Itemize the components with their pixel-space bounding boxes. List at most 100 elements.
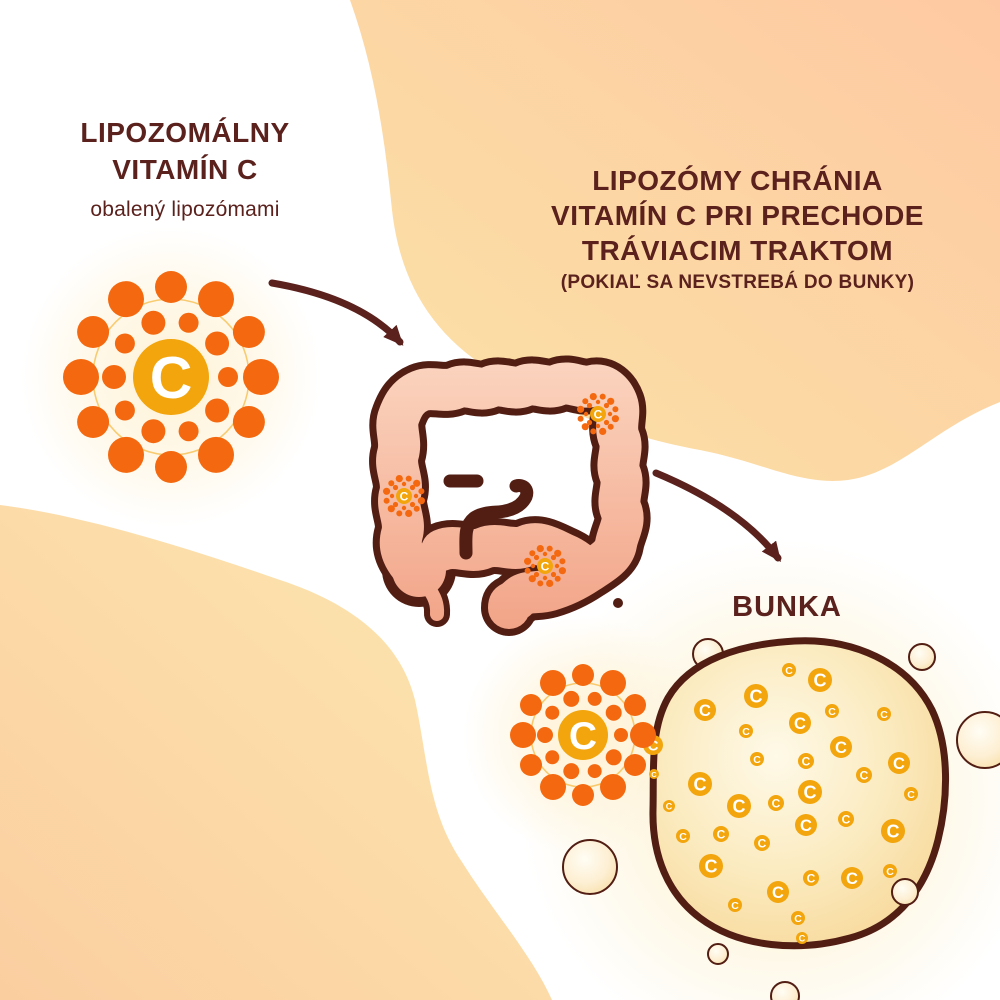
phospholipid-dot [198, 436, 234, 473]
vitamin-c-molecule: C [789, 712, 811, 734]
vitamin-c-molecule: C [676, 829, 690, 843]
phospholipid-dot [554, 575, 561, 582]
vitamin-c-letter: C [648, 738, 659, 755]
vitamin-c-molecule: C [663, 800, 675, 812]
vitamin-c-molecule: C [739, 724, 753, 738]
phospholipid-dot [550, 554, 557, 561]
phospholipid-dot [546, 579, 554, 588]
vitamin-c-letter: C [717, 827, 726, 841]
phospholipid-dot [413, 505, 420, 512]
phospholipid-dot [520, 694, 542, 716]
vitamin-c-core [133, 339, 209, 415]
phospholipid-dot [401, 481, 407, 487]
vitamin-c-molecule: C [904, 787, 918, 801]
phospholipid-dot [546, 545, 553, 552]
vitamin-c-letter: C [699, 702, 711, 720]
vitamin-c-letter: C [794, 913, 802, 925]
vitamin-c-molecule: C [699, 854, 723, 878]
vitamin-c-molecule: C [727, 794, 751, 818]
phospholipid-dot [572, 784, 594, 806]
phospholipid-dot [612, 406, 619, 413]
phospholipid-dot [542, 551, 548, 557]
phospholipid-dot [605, 704, 622, 721]
phospholipid-dot [387, 505, 395, 513]
vitamin-c-letter: C [400, 489, 409, 503]
phospholipid-dot [178, 312, 199, 333]
vitamin-c-molecule: C [791, 911, 805, 925]
bubble [891, 878, 919, 906]
phospholipid-dot [537, 580, 544, 587]
small-intestine [443, 474, 534, 560]
phospholipid-dot [405, 475, 412, 482]
vitamin-c-molecule: C [688, 772, 712, 796]
phospholipid-dot [218, 367, 238, 387]
vitamin-c-molecule: C [798, 753, 814, 769]
vitamin-c-molecule: C [881, 819, 905, 843]
phospholipid-dot [528, 575, 536, 583]
vitamin-c-letter: C [541, 559, 550, 573]
vitamin-c-letter: C [842, 812, 851, 826]
vitamin-c-letter: C [800, 817, 812, 835]
vitamin-c-molecule: C [856, 767, 872, 783]
phospholipid-dot [108, 281, 144, 318]
vitamin-c-molecule: C [888, 752, 910, 774]
phospholipid-dot [630, 722, 656, 748]
vitamin-c-letter: C [907, 789, 915, 801]
vitamin-c-letter: C [814, 671, 827, 691]
vitamin-c-letter: C [887, 822, 900, 842]
vitamin-c-letter: C [651, 770, 657, 779]
phospholipid-dot [586, 419, 593, 426]
bubble [770, 981, 800, 1000]
phospholipid-dot [383, 487, 391, 495]
intestine-illustration: CCC [369, 355, 651, 636]
liposome-main: C [63, 271, 279, 483]
vitamin-c-molecule: C [796, 932, 808, 944]
phospholipid-dot [577, 415, 584, 422]
vitamin-c-letter: C [772, 884, 784, 902]
phospholipid-dot [603, 402, 610, 409]
phospholipid-dot [232, 406, 265, 438]
phospholipid-dot [405, 509, 413, 517]
mini-liposome: C [524, 545, 567, 588]
left-subtitle: obalený lipozómami [90, 198, 280, 221]
phospholipid-dot [108, 436, 144, 473]
right-heading-line3: TRÁVIACIM TRAKTOM [581, 235, 894, 266]
vitamin-c-letter: C [799, 933, 806, 943]
vitamin-c-letter: C [750, 687, 763, 707]
vitamin-c-core [396, 488, 412, 504]
phospholipid-dot [232, 316, 265, 348]
vitamin-c-letter: C [666, 801, 673, 811]
vitamin-c-molecule: C [803, 870, 819, 886]
phospholipid-dot [409, 501, 416, 508]
phospholipid-dot [155, 451, 187, 483]
phospholipid-dot [559, 558, 566, 565]
phospholipid-dot [600, 670, 626, 696]
phospholipid-dot [77, 406, 110, 438]
vitamin-c-molecule: C [838, 811, 854, 827]
phospholipid-dot [550, 571, 557, 578]
phospholipid-dot [178, 421, 199, 442]
phospholipid-dot [141, 310, 166, 335]
phospholipid-dot [607, 411, 613, 417]
right-heading-note: (POKIAĽ SA NEVSTREBÁ DO BUNKY) [560, 272, 915, 293]
phospholipid-dot [155, 271, 187, 303]
vitamin-c-molecule: C [767, 881, 789, 903]
vitamin-c-molecule: C [782, 663, 796, 677]
phospholipid-dot [554, 563, 560, 569]
phospholipid-dot [563, 690, 580, 707]
vitamin-c-letter: C [846, 870, 858, 888]
vitamin-c-letter: C [758, 836, 767, 850]
vitamin-c-letter: C [150, 345, 193, 411]
phospholipid-dot [141, 419, 166, 444]
vitamin-c-molecule: C [754, 835, 770, 851]
phospholipid-dot [388, 480, 395, 487]
phospholipid-dot [595, 399, 601, 405]
vitamin-c-letter: C [794, 715, 806, 733]
phospholipid-dot [600, 774, 626, 800]
vitamin-c-letter: C [733, 797, 746, 817]
vitamin-c-molecule: C [694, 699, 716, 721]
vitamin-c-letter: C [731, 900, 739, 912]
phospholipid-dot [520, 754, 542, 776]
